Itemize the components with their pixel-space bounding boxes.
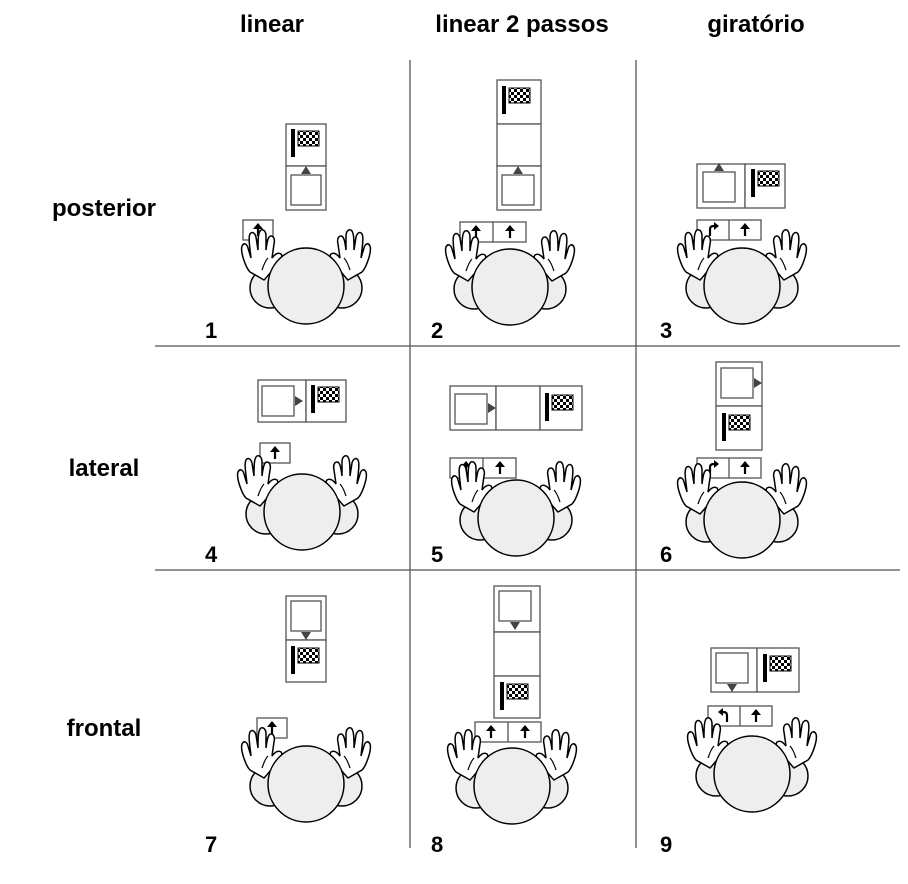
cell-7: 7 [205, 595, 371, 857]
object-square [501, 174, 535, 206]
middle-box [493, 631, 541, 677]
person-top-view-icon [678, 230, 807, 324]
person-top-view-icon [242, 728, 371, 822]
object-square [498, 590, 532, 622]
cell-number: 9 [660, 832, 672, 857]
cell-2: 2 [431, 79, 575, 343]
column-header-linear-2-passos: linear 2 passos [435, 11, 608, 38]
cell-5: 5 [431, 385, 583, 567]
object-square [454, 393, 488, 425]
cell-4: 4 [205, 379, 367, 567]
row-header-frontal: frontal [67, 715, 142, 742]
person-top-view-icon [242, 230, 371, 324]
column-header-linear: linear [240, 11, 304, 38]
cell-number: 5 [431, 542, 443, 567]
cell-8: 8 [431, 585, 577, 857]
cell-number: 3 [660, 318, 672, 343]
column-header-giratorio: giratório [707, 11, 804, 38]
person-top-view-icon [238, 456, 367, 550]
person-top-view-icon [688, 718, 817, 812]
cell-3: 3 [660, 163, 806, 343]
person-top-view-icon [446, 231, 575, 325]
object-square [702, 171, 736, 203]
object-square [290, 600, 322, 632]
cell-number: 7 [205, 832, 217, 857]
middle-box [496, 123, 542, 167]
cell-6: 6 [660, 361, 806, 567]
middle-box [495, 385, 541, 431]
cell-9: 9 [660, 647, 817, 857]
person-top-view-icon [448, 730, 577, 824]
object-square [261, 385, 295, 417]
row-header-posterior: posterior [52, 195, 156, 222]
cell-number: 4 [205, 542, 218, 567]
object-square [290, 174, 322, 206]
cell-1: 1 [205, 123, 371, 343]
object-square [720, 367, 754, 399]
cell-number: 1 [205, 318, 217, 343]
object-square [715, 652, 749, 684]
cell-number: 8 [431, 832, 443, 857]
cell-number: 6 [660, 542, 672, 567]
row-header-lateral: lateral [69, 455, 140, 482]
cell-number: 2 [431, 318, 443, 343]
